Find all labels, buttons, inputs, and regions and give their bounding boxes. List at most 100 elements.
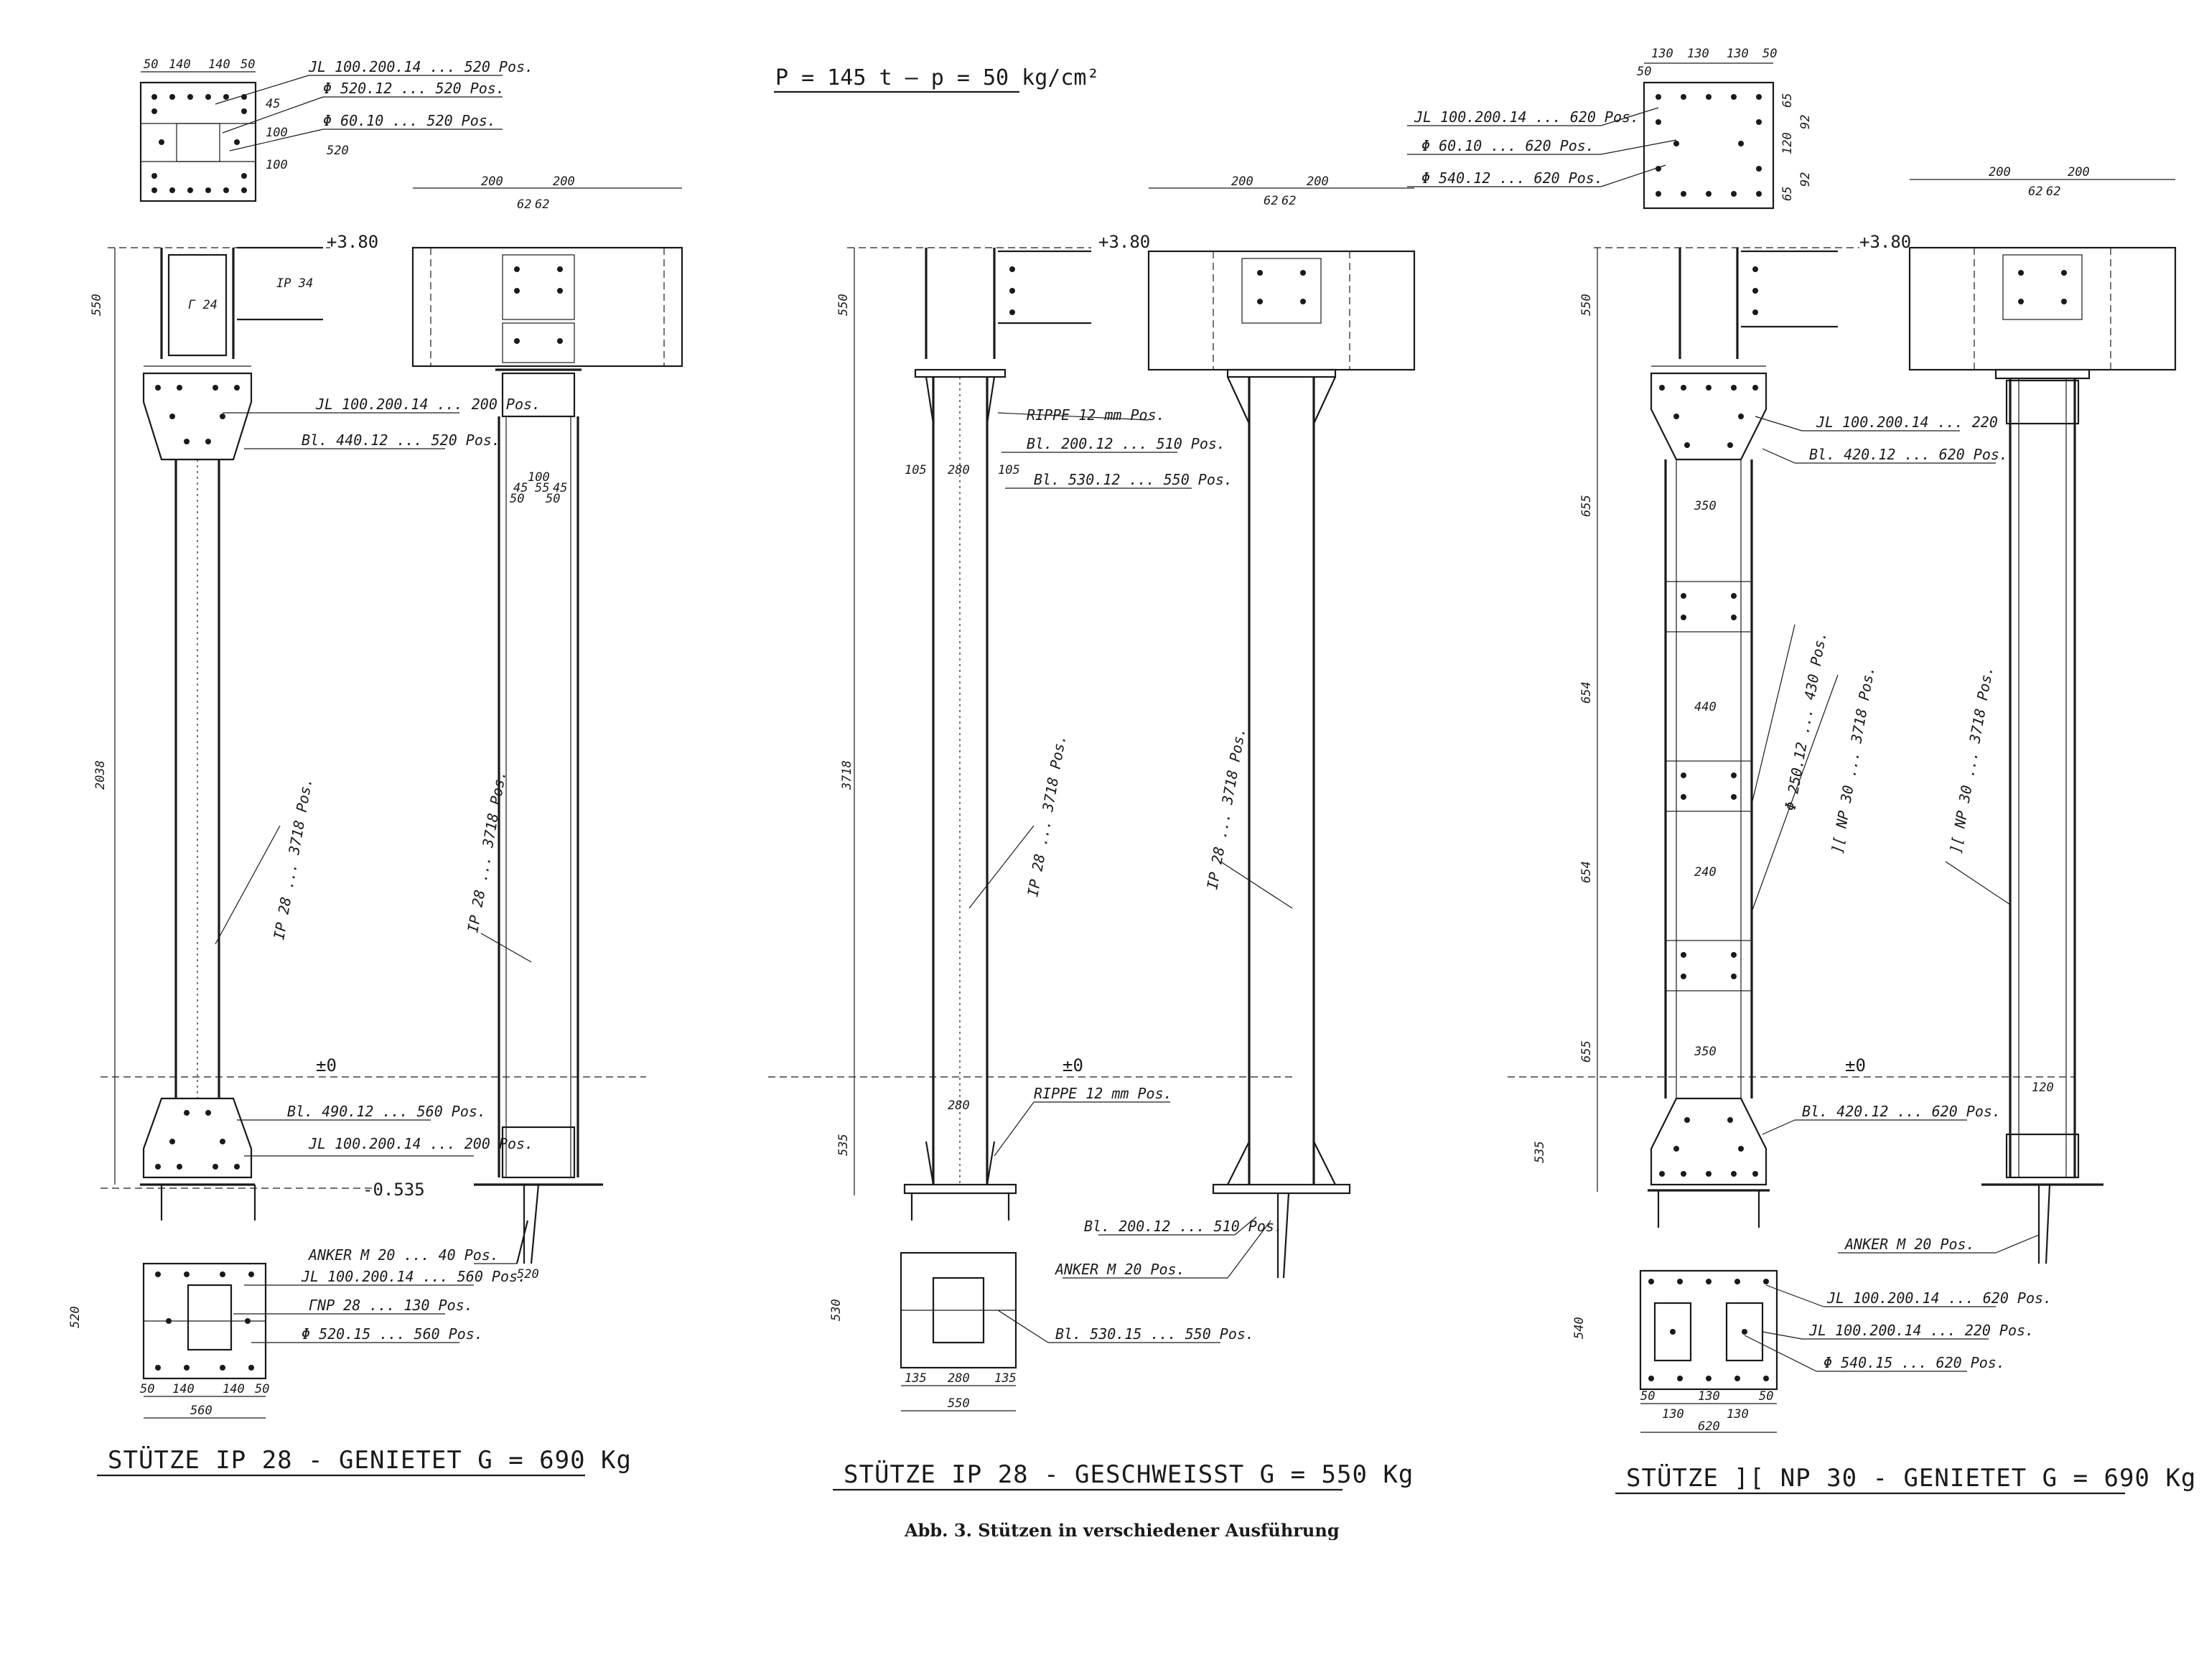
dim-text: 200 <box>553 174 575 189</box>
rivet-pattern <box>155 385 240 1170</box>
dim-text: 50 <box>1637 65 1651 79</box>
dim-text: 654 <box>1579 861 1594 883</box>
dim-text: 50 <box>241 57 255 72</box>
column-ip28-riveted: 50 140 140 50 45 100 100 520 JL 100.200.… <box>68 57 683 1477</box>
dim-text: 105 <box>998 463 1020 477</box>
callout-label: Φ 60.10 ... 620 Pos. <box>1421 137 1594 154</box>
dim-text: 65 <box>1780 187 1795 201</box>
shaft-label: ][ NP 30 ... 3718 Pos. <box>1828 665 1878 855</box>
callout-label: Φ 520.12 ... 520 Pos. <box>323 80 505 97</box>
rivet-pattern <box>155 1271 254 1371</box>
front-elevation-col3: +3.80 <box>1508 232 2075 1228</box>
shaft-label: ][ NP 30 ... 3718 Pos. <box>1946 665 1997 855</box>
dim-text: 550 <box>1579 294 1594 316</box>
dim-text: 200 <box>1307 174 1329 189</box>
dim-text: 200 <box>1231 174 1253 189</box>
callout-label: JL 100.200.14 ... 220 Pos. <box>1808 1322 2034 1339</box>
dim-text: 350 <box>1694 1045 1717 1059</box>
callout-label: Φ 520.15 ... 560 Pos. <box>302 1325 483 1343</box>
dim-text: 130 <box>1662 1407 1684 1422</box>
dim-text: 550 <box>948 1396 970 1411</box>
base-plate-plan-col3: 50 130 130 130 50 620 540 JL 100.200.14 … <box>1572 1269 2052 1434</box>
dim-text: 560 <box>190 1404 213 1418</box>
callout-label: ANKER M 20 ... 40 Pos. <box>307 1246 499 1264</box>
dim-text: 135 <box>994 1371 1017 1386</box>
callout-label: JL 100.200.14 ... 620 Pos. <box>1826 1289 2052 1307</box>
column-title: STÜTZE IP 28 - GENIETET G = 690 Kg <box>108 1445 632 1475</box>
dim-text: 100 <box>266 126 288 140</box>
shaft-label: IP 28 ... 3718 Pos. <box>270 776 315 941</box>
top-plate-plan-col3: 50 130 130 130 50 65 92 120 92 65 JL 100… <box>1407 47 1813 210</box>
dim-text: 45 <box>266 97 280 111</box>
callout-label: JL 100.200.14 ... 220 <box>1816 414 1998 431</box>
rivet-pattern <box>151 94 247 193</box>
callout-label: Φ 540.12 ... 620 Pos. <box>1421 169 1603 187</box>
level-marker-top: +3.80 <box>1859 232 1911 252</box>
callout-label: RIPPE 12 mm Pos. <box>1027 406 1165 424</box>
level-marker-top: +3.80 <box>327 232 378 252</box>
dim-text: 280 <box>948 1098 970 1113</box>
callout-label: Bl. 490.12 ... 560 Pos. <box>287 1103 486 1120</box>
dim-text: 350 <box>1694 499 1717 513</box>
dim-text: 655 <box>1579 1040 1594 1063</box>
dim-text: 3718 <box>840 760 854 790</box>
top-plate-plan-col1: 50 140 140 50 45 100 100 520 JL 100.200.… <box>139 57 533 202</box>
level-marker-ground: ±0 <box>1845 1055 1866 1075</box>
dim-text: 535 <box>836 1134 851 1156</box>
callout-label: Bl. 420.12 ... 620 Pos. <box>1802 1103 2001 1120</box>
dim-text: Γ 24 <box>188 298 218 312</box>
dim-text: 130 <box>1687 47 1709 61</box>
callout-label: Φ 60.10 ... 520 Pos. <box>323 112 496 129</box>
dim-text: 50 <box>1759 1389 1773 1404</box>
callout-label: Φ 250.12 ... 430 Pos. <box>1781 630 1830 812</box>
dim-text: 105 <box>905 463 927 477</box>
dim-text: 655 <box>1579 495 1594 517</box>
callout-label: IP 34 <box>276 276 313 291</box>
dim-text: 530 <box>829 1299 844 1321</box>
dim-text: 120 <box>1780 132 1795 154</box>
rivet-pattern <box>1656 94 1762 197</box>
column-title: STÜTZE ][ NP 30 - GENIETET G = 690 Kg <box>1626 1463 2196 1493</box>
base-plate-plan-col1: 50 140 140 50 560 520 JL 100.200.14 ... … <box>68 1262 526 1419</box>
front-elevation-col2: +3.80 550 3718 535 ±0 280 280 105 105 <box>768 232 1292 1221</box>
callout-label: Bl. 530.12 ... 550 Pos. <box>1034 471 1233 488</box>
dim-text: 50 <box>1640 1389 1655 1404</box>
column-title: STÜTZE IP 28 - GESCHWEISST G = 550 Kg <box>844 1460 1414 1489</box>
callout-label: Bl. 530.15 ... 550 Pos. <box>1055 1325 1254 1343</box>
load-formula: P = 145 t – p = 50 kg/cm² <box>774 65 1100 93</box>
dim-text: 200 <box>2068 165 2090 179</box>
dim-text: 2038 <box>93 760 108 790</box>
callout-label: JL 100.200.14 ... 200 Pos. <box>315 396 541 413</box>
dim-text: 100 <box>528 470 550 485</box>
callout-label: Φ 540.15 ... 620 Pos. <box>1824 1354 2005 1371</box>
dim-text: 50 <box>144 57 158 72</box>
dim-text: 540 <box>1572 1317 1587 1339</box>
callout-label: JL 100.200.14 ... 620 Pos. <box>1414 108 1639 126</box>
callout-label: Bl. 200.12 ... 510 Pos. <box>1027 435 1225 452</box>
rivet-pattern <box>514 266 563 344</box>
front-elevation-col1: +3.80 Γ 24 IP 34 <box>90 232 646 1221</box>
dim-text: 140 <box>223 1382 245 1396</box>
dim-text: 535 <box>1533 1141 1547 1163</box>
dim-text: 55 <box>535 481 549 495</box>
dim-text: 240 <box>1694 865 1717 879</box>
shaft-label: IP 28 ... 3718 Pos. <box>464 769 509 933</box>
dim-text: 520 <box>68 1306 83 1328</box>
rivet-pattern <box>1648 1279 1769 1381</box>
dim-text: 200 <box>1989 165 2011 179</box>
dim-text: 440 <box>1694 700 1717 714</box>
callout-label: ANKER M 20 Pos. <box>1054 1261 1185 1278</box>
dim-text: 130 <box>1651 47 1673 61</box>
rivet-pattern <box>1659 385 1758 1177</box>
dim-text: 130 <box>1727 1407 1749 1422</box>
dim-text: 280 <box>948 1371 970 1386</box>
shaft-label: IP 28 ... 3718 Pos. <box>1024 733 1069 897</box>
dim-text: 130 <box>1727 47 1749 61</box>
callout-label: JL 100.200.14 ... 520 Pos. <box>308 58 533 75</box>
dim-text: 62 <box>1281 194 1296 208</box>
dim-text: 50 <box>510 492 524 506</box>
load-formula-text: P = 145 t – p = 50 kg/cm² <box>775 65 1100 90</box>
dim-text: 140 <box>169 57 191 72</box>
dim-text: 135 <box>905 1371 927 1386</box>
